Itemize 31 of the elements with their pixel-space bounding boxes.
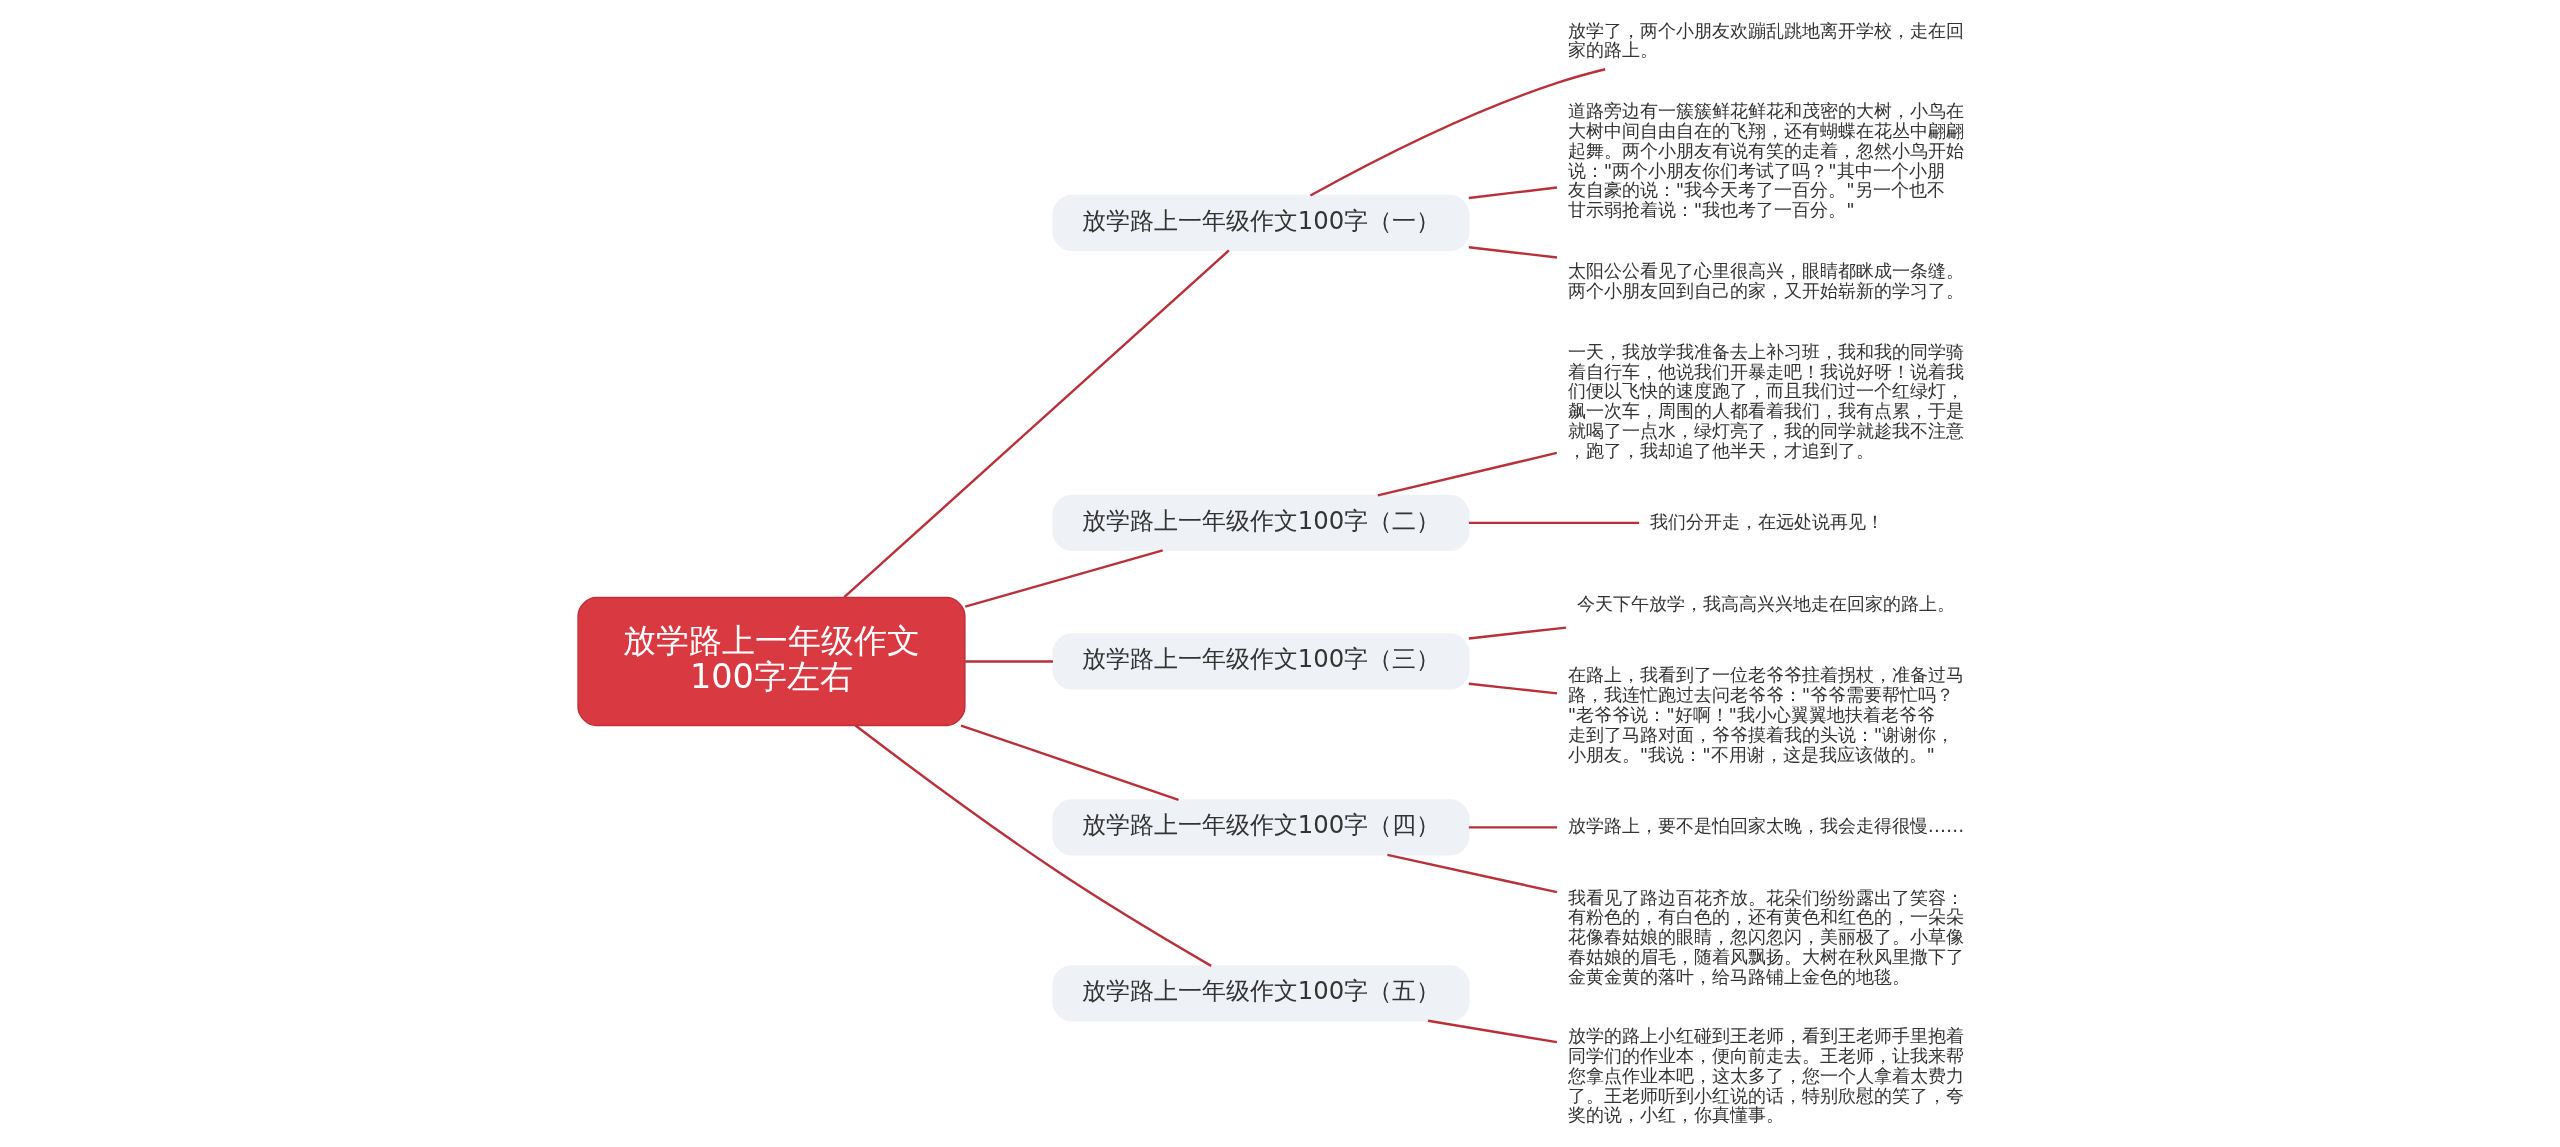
node-text: 我们分开走，在远处说再见！ <box>1649 510 1884 532</box>
node-box: 放学路上一年级作文100字左右 <box>577 596 966 727</box>
connector <box>964 549 1163 608</box>
node-text: 我看见了路边百花齐放。花朵们纷纷露出了笑容：有粉色的，有白色的，还有黄色和红色的，一朵朵花像春姑娘的眼睛，忽闪忽闪，美丽极了。小草像春姑娘的眉毛，随着风飘扬。大树在秋风里撒下了金黄金黄的落叶，给马路铺上金色的地毯。 <box>1567 886 1964 987</box>
node-text: 今天下午放学，我高高兴兴地走在回家的路上。 <box>1576 592 1955 614</box>
connector <box>1309 68 1606 197</box>
connector <box>843 249 1230 599</box>
connector <box>960 724 1179 801</box>
connector <box>1427 1019 1558 1044</box>
node-box: 放学路上一年级作文100字（一） <box>1052 194 1470 252</box>
node-text: 一天，我放学我准备去上补习班，我和我的同学骑着自行车，他说我们开暴走吧！我说好呀！说着我们便以飞快的速度跑了，而且我们过一个红绿灯，飙一次车，周围的人都看着我们，我有点累，于是就喝了一点水，绿灯亮了，我的同学就趁我不注意，跑了，我却追了他半天，才追到了。 <box>1567 340 1964 461</box>
connector <box>1468 245 1558 259</box>
node-box: 放学路上一年级作文100字（三） <box>1052 633 1470 690</box>
connector <box>1387 853 1558 894</box>
node-text: 在路上，我看到了一位老爷爷拄着拐杖，准备过马路，我连忙跑过去问老爷爷："爷爷需要帮忙吗？"老爷爷说："好啊！"我小心翼翼地扶着老爷爷走到了马路对面，爷爷摸着我的头说："谢谢你，小朋友。"我说："不用谢，这是我应该做的。" <box>1567 664 1964 765</box>
node-text: 道路旁边有一簇簇鲜花鲜花和茂密的大树，小鸟在大树中间自由自在的飞翔，还有蝴蝶在花丛中翩翩起舞。两个小朋友有说有笑的走着，忽然小鸟开始说："两个小朋友你们考试了吗？"其中一个小朋友自豪的说："我今天考了一百分。"另一个也不甘示弱抢着说："我也考了一百分。" <box>1567 100 1964 221</box>
connector <box>1468 626 1567 640</box>
connector <box>1468 682 1558 695</box>
node-box: 放学路上一年级作文100字（四） <box>1052 799 1470 856</box>
connector <box>1468 186 1558 200</box>
connector <box>965 660 1053 663</box>
connector <box>1468 521 1640 525</box>
node-text: 放学了，两个小朋友欢蹦乱跳地离开学校，走在回家的路上。 <box>1567 19 1964 61</box>
node-box: 放学路上一年级作文100字（五） <box>1052 965 1470 1022</box>
node-box: 放学路上一年级作文100字（二） <box>1052 494 1470 552</box>
node-text: 太阳公公看见了心里很高兴，眼睛都眯成一条缝。两个小朋友回到自己的家，又开始崭新的学习了。 <box>1567 260 1964 301</box>
node-text: 放学的路上小红碰到王老师，看到王老师手里抱着同学们的作业本，便向前走去。王老师，让我来帮您拿点作业本吧，这太多了，您一个人拿着太费力了。王老师听到小红说的话，特别欣慰的笑了，夸奖的说，小红，你真懂事。 <box>1567 1025 1964 1126</box>
connector <box>854 724 1212 967</box>
connector <box>1377 451 1558 497</box>
node-text: 放学路上，要不是怕回家太晚，我会走得很慢…… <box>1567 815 1965 837</box>
connector <box>1468 826 1557 829</box>
